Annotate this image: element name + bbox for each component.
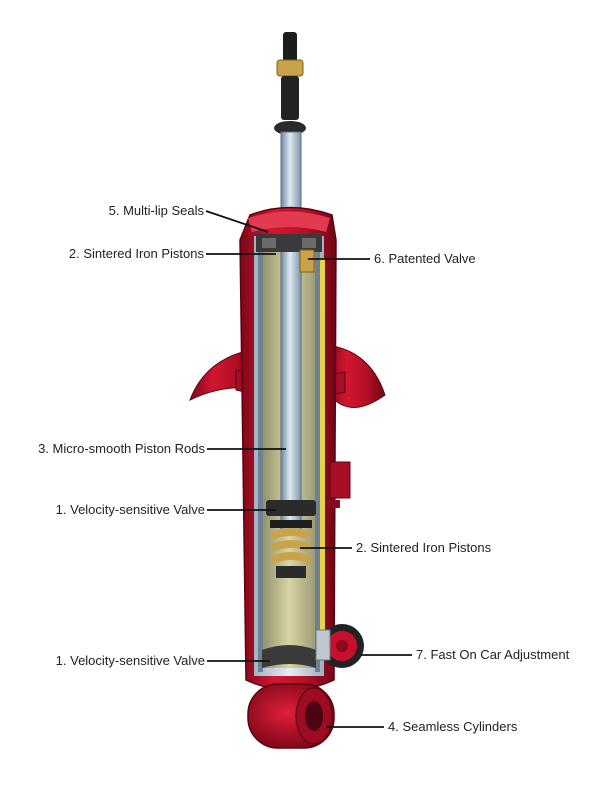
seal-guide xyxy=(256,234,322,252)
bottom-valve xyxy=(262,645,316,668)
callout-patented-valve: 6. Patented Valve xyxy=(374,251,476,266)
adjuster-knob xyxy=(315,624,364,668)
piston-rod-inner xyxy=(280,239,302,531)
inner-tube-wall-left xyxy=(258,240,263,672)
leader-multi-lip-seals xyxy=(205,210,269,233)
inner-tube-wall-right xyxy=(315,240,320,672)
callout-sintered-iron-pistons-top: 2. Sintered Iron Pistons xyxy=(68,246,204,261)
callout-sintered-iron-pistons-lower: 2. Sintered Iron Pistons xyxy=(356,540,492,555)
top-cap xyxy=(248,211,330,232)
callout-micro-smooth-piston-rods: 3. Micro-smooth Piston Rods xyxy=(38,441,205,456)
callout-seamless-cylinders: 4. Seamless Cylinders xyxy=(388,719,518,734)
reservoir-strip xyxy=(320,258,325,638)
piston-assembly xyxy=(266,500,316,578)
mounting-brackets xyxy=(326,461,351,508)
callout-velocity-sensitive-valve-upper: 1. Velocity-sensitive Valve xyxy=(55,502,205,517)
callout-fast-on-car-adjustment: 7. Fast On Car Adjustment xyxy=(416,647,570,662)
patented-valve-part xyxy=(299,249,315,273)
leader-lines xyxy=(205,210,412,728)
callout-multi-lip-seals: 5. Multi-lip Seals xyxy=(108,203,204,218)
top-stud xyxy=(274,32,306,135)
bottom-bushing xyxy=(247,683,335,749)
callout-velocity-sensitive-valve-lower: 1. Velocity-sensitive Valve xyxy=(55,653,205,668)
